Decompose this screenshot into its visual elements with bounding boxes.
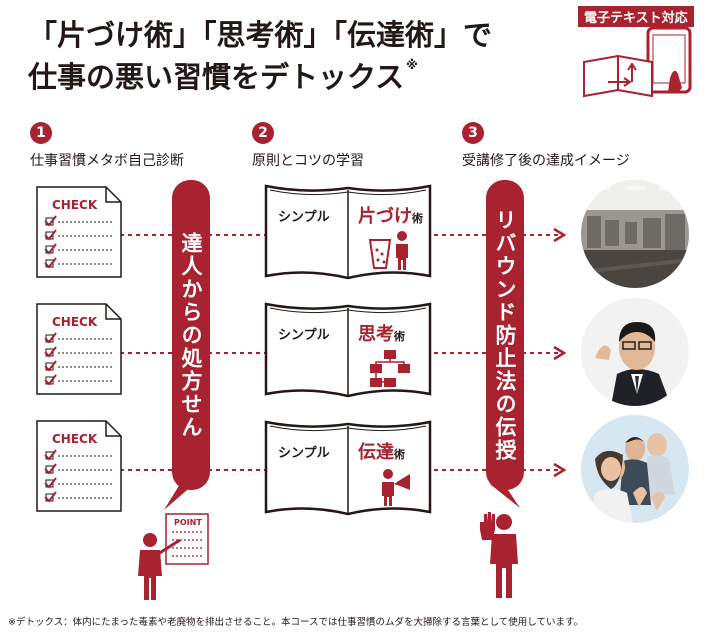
checklist-card-1: CHECK xyxy=(36,186,122,278)
presenter-point-icon xyxy=(138,513,209,600)
banner-prescription: 達人からの処方せん xyxy=(172,180,210,490)
step-label-3: 受講修了後の達成イメージ xyxy=(462,153,630,169)
book-2: シンプル 思考術 xyxy=(262,302,434,400)
footnote: ※デトックス：体内にたまった毒素や老廃物を排出させること。本コースでは仕事習慣の… xyxy=(8,617,584,628)
open-book-icon xyxy=(264,184,432,280)
checklist-doc-icon xyxy=(36,420,122,512)
checklist-label-1: CHECK xyxy=(52,198,98,212)
checklist-card-3: CHECK xyxy=(36,420,122,512)
checklist-card-2: CHECK xyxy=(36,303,122,395)
book-3: シンプル 伝達術 xyxy=(262,420,434,518)
businessman-photo-illustration xyxy=(581,298,689,406)
book-title-2: 思考術 xyxy=(358,324,405,345)
book-word-3: シンプル xyxy=(278,446,330,461)
banner-tail-left xyxy=(164,484,194,510)
title-line-2: 仕事の悪い習慣をデトックス※ xyxy=(28,58,418,94)
book-word-2: シンプル xyxy=(278,328,330,343)
step-number-3: 3 xyxy=(462,122,484,144)
photo-office xyxy=(581,180,689,288)
ebook-device-icon xyxy=(583,26,692,98)
title-footnote-mark: ※ xyxy=(406,58,418,72)
ebook-badge: 電子テキスト対応 xyxy=(578,6,694,27)
book-word-1: シンプル xyxy=(278,210,330,225)
book-title-1: 片づけ術 xyxy=(358,206,423,227)
book-title-3: 伝達術 xyxy=(358,442,405,463)
photo-audience xyxy=(581,415,689,523)
step-number-1: 1 xyxy=(30,122,52,144)
title-line-1: 「片づけ術」「思考術」「伝達術」で xyxy=(28,18,493,52)
office-photo-illustration xyxy=(581,180,689,288)
tidy-up-icon xyxy=(368,231,408,270)
banner-rebound-prevention: リバウンド防止法の伝授 xyxy=(486,180,524,490)
step-label-2: 原則とコツの学習 xyxy=(252,153,364,169)
checklist-doc-icon xyxy=(36,303,122,395)
open-book-icon xyxy=(264,302,432,398)
step-label-1: 仕事習慣メタボ自己診断 xyxy=(30,153,184,169)
checklist-label-3: CHECK xyxy=(52,432,98,446)
photo-businessman xyxy=(581,298,689,406)
banner-tail-right xyxy=(490,484,520,508)
audience-photo-illustration xyxy=(581,415,689,523)
book-1: シンプル 片づけ術 xyxy=(262,184,434,282)
point-board-label: POINT xyxy=(174,518,202,527)
flowchart-icon xyxy=(370,350,410,387)
checklist-label-2: CHECK xyxy=(52,315,98,329)
checklist-doc-icon xyxy=(36,186,122,278)
person-stop-hand-icon xyxy=(480,512,518,598)
step-number-2: 2 xyxy=(252,122,274,144)
megaphone-person-icon xyxy=(382,469,410,506)
